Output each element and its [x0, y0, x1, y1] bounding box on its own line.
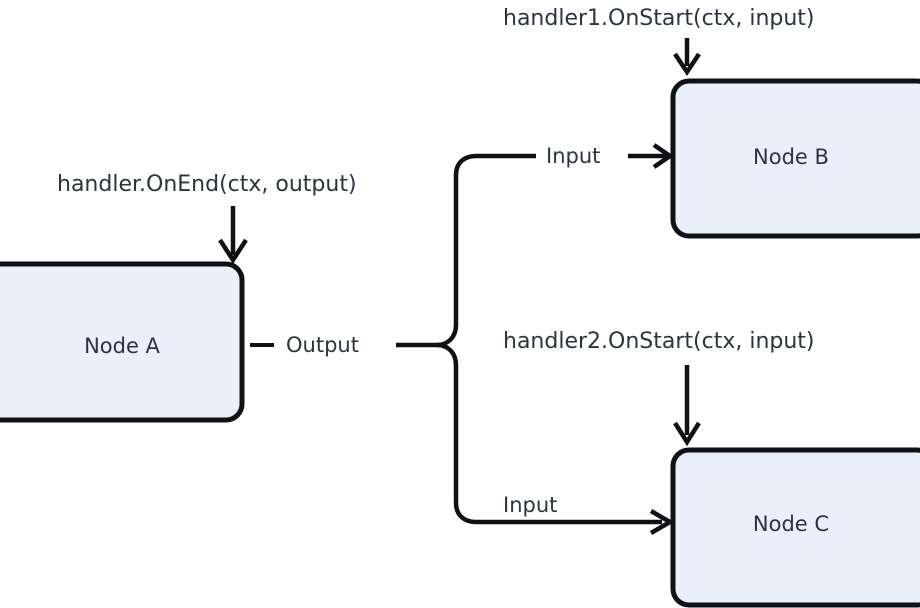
node-c-label: Node C	[753, 512, 829, 536]
arrow-right-icon-node-b	[652, 143, 674, 169]
node-a-label: Node A	[84, 334, 160, 358]
input-port-label-node-b: Input	[546, 144, 600, 168]
node-b[interactable]: Node B	[670, 78, 920, 239]
node-a[interactable]: Node A	[0, 261, 245, 423]
handler-label-on-start-node-b: handler1.OnStart(ctx, input)	[503, 6, 815, 31]
arrow-down-icon-node-c	[673, 421, 701, 447]
node-c-box[interactable]	[670, 447, 920, 608]
branch-to-node-c-path	[436, 342, 662, 525]
arrow-down-icon-node-b	[673, 52, 701, 77]
branch-to-node-b-path	[436, 153, 536, 348]
input-port-label-node-c: Input	[503, 493, 557, 517]
node-b-label: Node B	[753, 145, 829, 169]
arrow-down-icon-node-a	[218, 238, 248, 265]
arrow-right-icon-node-c	[649, 509, 675, 535]
handler-label-on-end-node-a: handler.OnEnd(ctx, output)	[57, 172, 357, 197]
node-a-box[interactable]	[0, 261, 245, 423]
node-b-box[interactable]	[670, 78, 920, 239]
node-c[interactable]: Node C	[670, 447, 920, 608]
output-port-label: Output	[286, 333, 359, 357]
handler-label-on-start-node-c: handler2.OnStart(ctx, input)	[503, 329, 815, 354]
